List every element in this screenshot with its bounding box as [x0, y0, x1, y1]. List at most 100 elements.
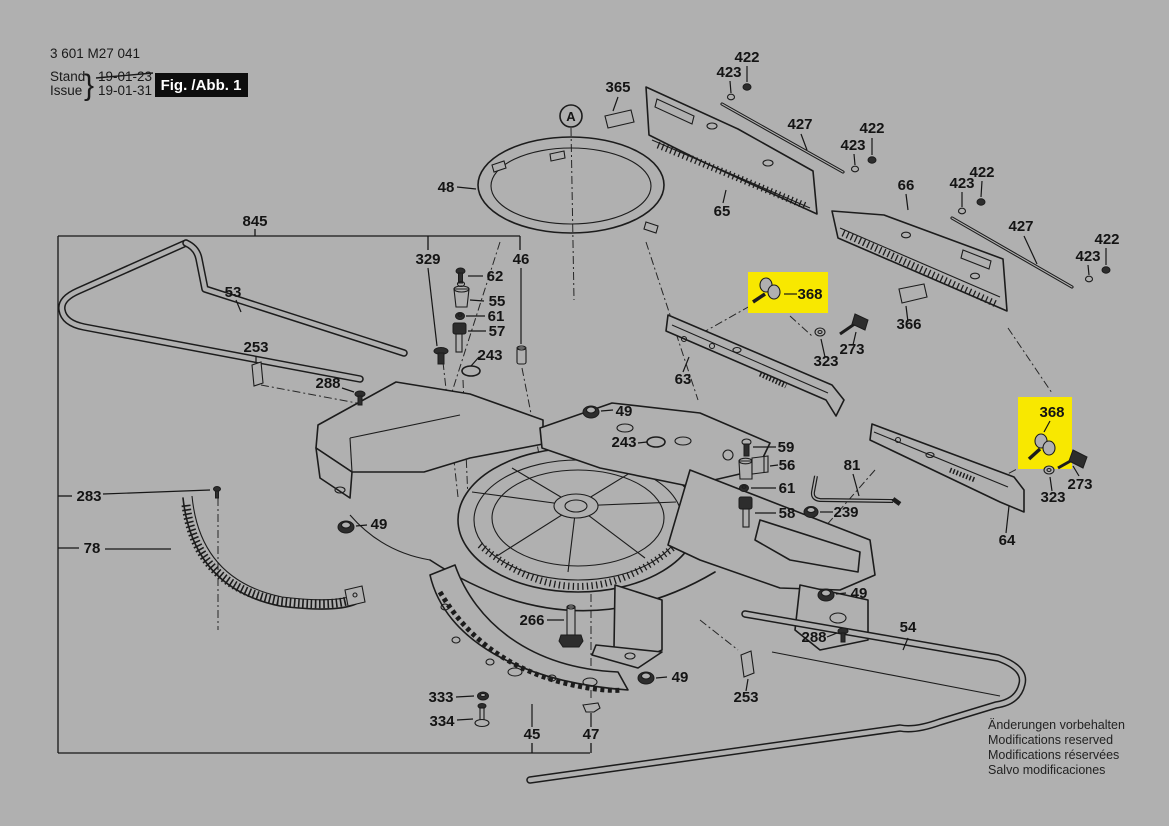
- callout-334: 334: [429, 713, 455, 730]
- callout-78: 78: [84, 540, 101, 557]
- part-54-tube: [526, 610, 1027, 784]
- callout-253-left: 253: [243, 339, 268, 356]
- part-368-left-clamp: [752, 277, 781, 304]
- part-45-segment: [429, 564, 629, 693]
- part-46-pin: [516, 345, 527, 365]
- callout-81: 81: [844, 457, 861, 474]
- callout-368-left: 368: [797, 286, 822, 303]
- part-47-clip: [582, 702, 601, 713]
- callout-422-3: 422: [969, 164, 994, 181]
- document-part-number: 3 601 M27 041: [50, 46, 140, 61]
- part-61-lower-nut: [739, 484, 749, 492]
- callout-422-4: 422: [1094, 231, 1119, 248]
- part-334-screw: [474, 703, 490, 728]
- callout-53: 53: [225, 284, 242, 301]
- issue-date: 19-01-31: [98, 83, 152, 98]
- callout-243-right: 243: [611, 434, 636, 451]
- part-239-nut: [803, 506, 819, 518]
- part-266-bolt: [558, 604, 584, 648]
- part-48-ring: [477, 136, 665, 234]
- callout-47: 47: [583, 726, 600, 743]
- callout-49-3: 49: [851, 585, 868, 602]
- footer-line-de: Änderungen vorbehalten: [988, 718, 1125, 732]
- callout-423-2: 423: [840, 137, 865, 154]
- part-49-nuts: [337, 405, 835, 685]
- part-53-tube: [58, 239, 408, 383]
- part-329-screw: [433, 347, 449, 365]
- callout-427-right: 427: [1008, 218, 1033, 235]
- callout-365: 365: [605, 79, 630, 96]
- callout-49-2: 49: [371, 516, 388, 533]
- callout-66: 66: [898, 177, 915, 194]
- part-58-bolt: [738, 496, 753, 528]
- part-427-rod-right: [950, 216, 1074, 289]
- part-81-allen-key: [810, 475, 902, 506]
- stand-date-strikethrough: [95, 72, 154, 79]
- part-61-upper-nut: [455, 312, 465, 320]
- callout-243-left: 243: [477, 347, 502, 364]
- callout-323-left: 323: [813, 353, 838, 370]
- part-55-knob: [453, 280, 470, 308]
- base-left-housing: [315, 381, 544, 499]
- callout-58: 58: [779, 505, 796, 522]
- callout-49-4: 49: [672, 669, 689, 686]
- callout-427-top: 427: [787, 116, 812, 133]
- callout-61-upper: 61: [488, 308, 505, 325]
- callout-253-right: 253: [733, 689, 758, 706]
- stand-label: Stand: [50, 69, 85, 84]
- part-323-left-washer: [814, 327, 826, 337]
- callout-288-right: 288: [801, 629, 826, 646]
- part-427-rod-top: [720, 102, 845, 174]
- callout-62: 62: [487, 268, 504, 285]
- detail-marker-a: A: [559, 104, 583, 128]
- part-64-rail: [869, 423, 1025, 513]
- part-253-right-sticker: [740, 650, 755, 678]
- callout-423-4: 423: [1075, 248, 1100, 265]
- callout-288-left: 288: [315, 375, 340, 392]
- callout-423-3: 423: [949, 175, 974, 192]
- callout-45: 45: [524, 726, 541, 743]
- figure-badge-label: Fig. /Abb. 1: [161, 77, 242, 94]
- leader-lines: [102, 66, 1107, 727]
- part-273-right-bolt: [1057, 449, 1088, 470]
- footer-line-es: Salvo modificaciones: [988, 763, 1105, 777]
- callout-323-right: 323: [1040, 489, 1065, 506]
- callout-273-right: 273: [1067, 476, 1092, 493]
- turntable-wheel: [457, 447, 699, 593]
- callout-273-left: 273: [839, 341, 864, 358]
- callout-266: 266: [519, 612, 544, 629]
- part-66-fence: [831, 210, 1008, 312]
- part-63-rail: [665, 314, 845, 417]
- callout-283: 283: [76, 488, 101, 505]
- base-assembly: [315, 381, 876, 693]
- highlight-368-left: [748, 272, 828, 313]
- part-333-nut: [477, 691, 489, 701]
- date-brace: }: [84, 69, 94, 102]
- callout-368-right: 368: [1039, 404, 1064, 421]
- callout-333: 333: [428, 689, 453, 706]
- part-273-left-bolt: [839, 313, 869, 336]
- callout-422-2: 422: [859, 120, 884, 137]
- base-center-support: [591, 584, 663, 669]
- part-283-screw: [213, 486, 221, 499]
- part-323-right-washer: [1043, 465, 1055, 475]
- callout-54: 54: [900, 619, 917, 636]
- callout-labels: 845 53 253 288 283 78 329 46 62 55 61 57…: [76, 49, 1119, 743]
- part-57-bolt: [452, 322, 467, 353]
- part-365-sticker: [604, 109, 635, 129]
- part-59-screw: [741, 438, 752, 457]
- stand-date: 19-01-23: [98, 69, 152, 84]
- callout-55: 55: [489, 293, 506, 310]
- part-78-scale-arc: [181, 495, 366, 610]
- footer-line-fr: Modifications réservées: [988, 748, 1119, 762]
- callout-46: 46: [513, 251, 530, 268]
- footer-block: Änderungen vorbehalten Modifications res…: [988, 718, 1125, 777]
- part-288-right-screw: [837, 627, 849, 643]
- callout-63: 63: [675, 371, 692, 388]
- callout-49-1: 49: [616, 403, 633, 420]
- part-56-knob: [738, 455, 769, 480]
- callout-422-1: 422: [734, 49, 759, 66]
- footer-line-en: Modifications reserved: [988, 733, 1113, 747]
- highlight-368-right: [1018, 397, 1072, 469]
